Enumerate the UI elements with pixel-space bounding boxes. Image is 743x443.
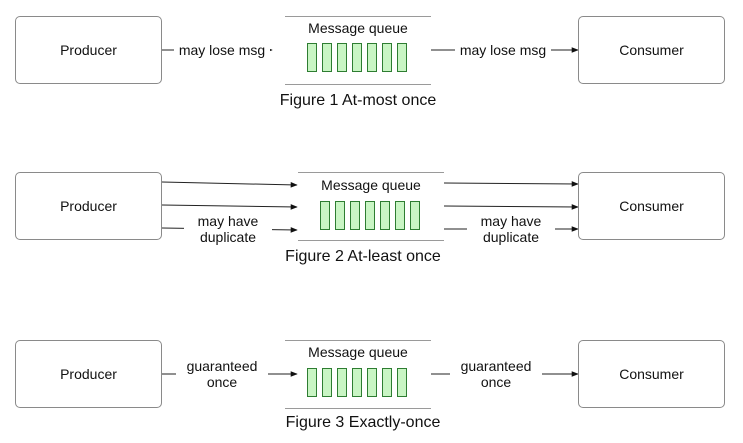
fig1-queue-cell	[307, 43, 317, 72]
fig1-queue-cell	[397, 43, 407, 72]
fig2-queue-cell	[365, 201, 375, 230]
fig1-queue-bottom-line	[285, 84, 431, 85]
fig2-label-out-line1: may have	[480, 213, 542, 229]
fig3-consumer-label: Consumer	[619, 366, 684, 382]
fig3-label-in: guaranteed once	[176, 358, 268, 390]
fig1-queue-cell	[352, 43, 362, 72]
fig2-label-out-line2: duplicate	[482, 229, 540, 245]
fig3-label-out-line1: guaranteed	[460, 358, 532, 374]
fig3-queue-top-line	[285, 340, 431, 341]
fig1-queue-cell	[322, 43, 332, 72]
fig1-producer-box: Producer	[15, 16, 162, 84]
fig3-queue-cell	[337, 368, 347, 397]
fig3-queue-cell	[382, 368, 392, 397]
fig3-label-in-line1: guaranteed	[186, 358, 258, 374]
fig2-arrow-in-1	[161, 181, 298, 188]
fig3-label-out: guaranteed once	[450, 358, 542, 390]
fig1-queue-top-line	[285, 16, 431, 17]
fig2-label-in-line2: duplicate	[199, 229, 257, 245]
fig2-queue-cell	[410, 201, 420, 230]
fig2-producer-box: Producer	[15, 172, 162, 240]
fig1-queue-cell	[337, 43, 347, 72]
fig3-label-out-line2: once	[480, 374, 512, 390]
fig3-queue-cell	[352, 368, 362, 397]
fig2-queue-cell	[380, 201, 390, 230]
fig3-consumer-box: Consumer	[578, 340, 725, 408]
fig3-queue-title: Message queue	[308, 344, 408, 360]
fig3-queue-bottom-line	[285, 408, 431, 409]
fig2-queue-top-line	[298, 172, 444, 173]
fig1-producer-label: Producer	[60, 42, 117, 58]
fig1-consumer-box: Consumer	[578, 16, 725, 84]
fig3-producer-box: Producer	[15, 340, 162, 408]
fig3-queue-cell	[397, 368, 407, 397]
fig1-queue-title: Message queue	[308, 20, 408, 36]
fig1-consumer-label: Consumer	[619, 42, 684, 58]
fig2-queue-bottom-line	[298, 240, 444, 241]
fig3-queue-cell	[307, 368, 317, 397]
fig1-label-out: may lose msg	[455, 42, 551, 58]
fig2-queue-cell	[320, 201, 330, 230]
fig3-queue-cell	[367, 368, 377, 397]
fig2-queue-title: Message queue	[321, 177, 421, 193]
fig1-label-in: may lose msg	[174, 42, 270, 58]
fig3-label-in-line2: once	[206, 374, 238, 390]
fig2-label-in: may have duplicate	[184, 213, 272, 245]
fig2-producer-label: Producer	[60, 198, 117, 214]
fig2-caption: Figure 2 At-least once	[285, 248, 441, 265]
fig2-label-out: may have duplicate	[467, 213, 555, 245]
fig3-queue-cell	[322, 368, 332, 397]
fig2-arrow-out-2	[443, 204, 579, 210]
fig1-queue-cell	[382, 43, 392, 72]
fig2-consumer-label: Consumer	[619, 198, 684, 214]
fig3-caption: Figure 3 Exactly-once	[285, 414, 441, 431]
fig2-arrow-in-2	[161, 204, 298, 210]
fig2-arrow-out-1	[443, 181, 579, 187]
fig2-label-in-line1: may have	[197, 213, 259, 229]
fig2-queue-cell	[395, 201, 405, 230]
fig1-queue-cell	[367, 43, 377, 72]
fig3-producer-label: Producer	[60, 366, 117, 382]
fig2-queue-cell	[350, 201, 360, 230]
fig1-caption: Figure 1 At-most once	[279, 92, 437, 109]
fig2-queue-cell	[335, 201, 345, 230]
fig2-consumer-box: Consumer	[578, 172, 725, 240]
